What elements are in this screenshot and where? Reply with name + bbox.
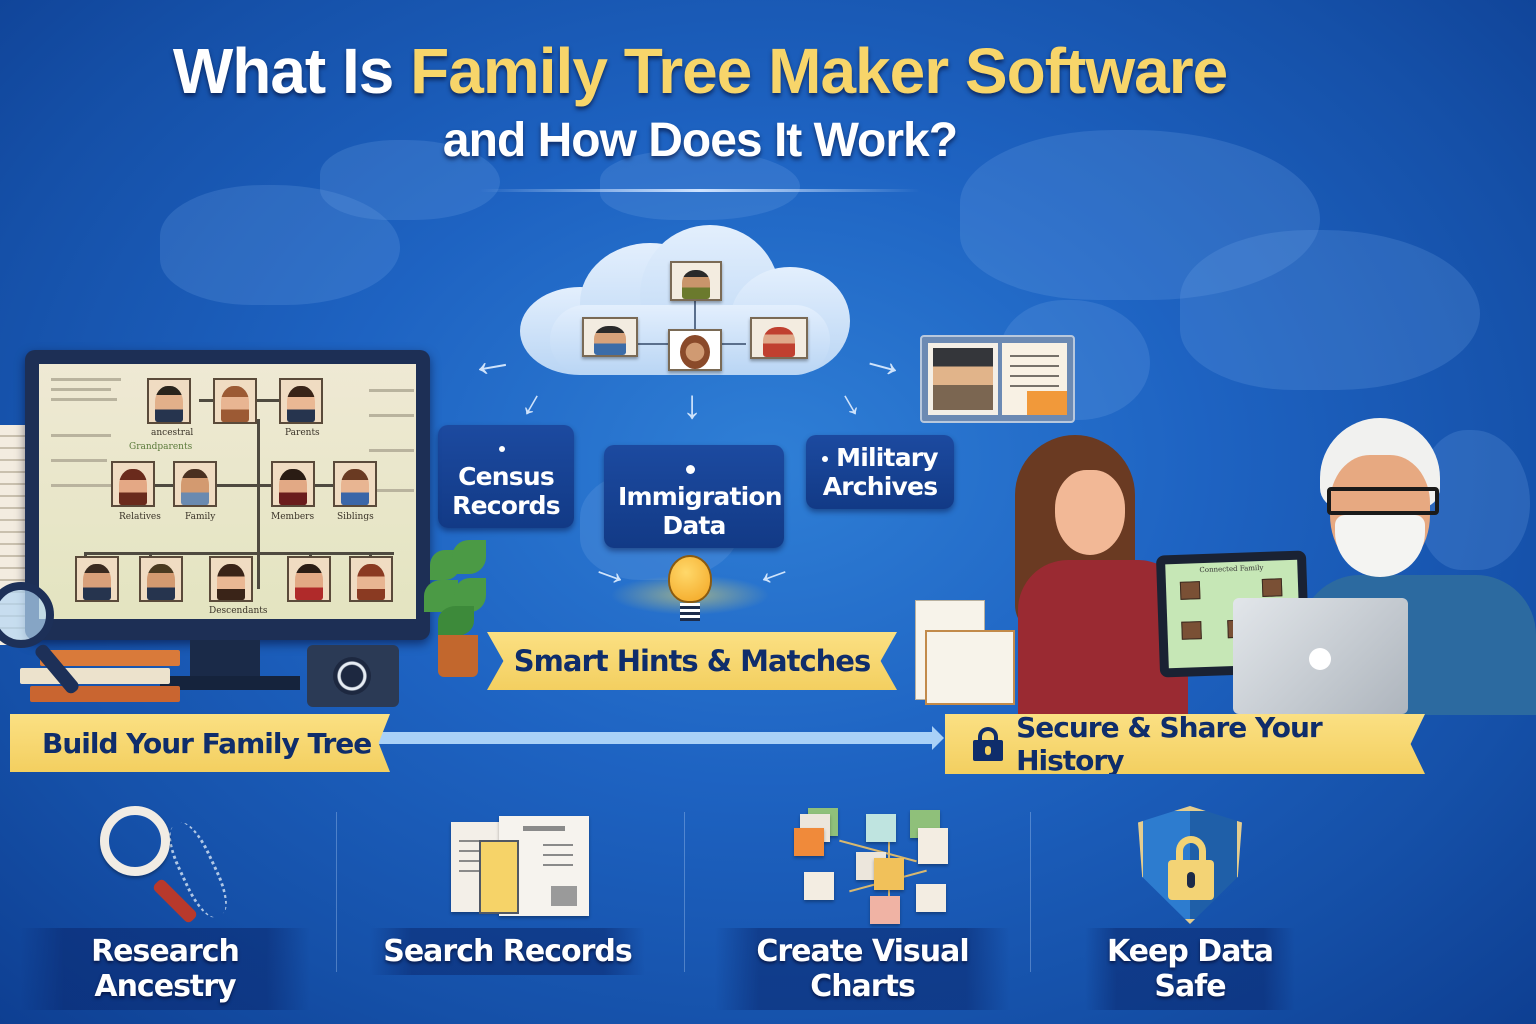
tree-label: Descendants — [209, 606, 268, 616]
page-title: What Is Family Tree Maker Software and H… — [0, 32, 1400, 172]
tree-person-photo[interactable] — [349, 556, 393, 602]
magnifier-icon — [0, 582, 54, 648]
smart-hints-banner: Smart Hints & Matches — [487, 632, 897, 690]
tree-label: ancestral — [151, 428, 194, 438]
magnifier-dna-icon — [80, 800, 250, 925]
family-tree-screen: ancestral Parents Grandparents Relatives… — [39, 364, 416, 619]
document-page — [1002, 343, 1067, 415]
bullet-icon — [499, 446, 505, 452]
tree-person-photo[interactable] — [279, 378, 323, 424]
record-chip-military: Military Archives — [806, 435, 954, 509]
ancestor-photo-center — [668, 329, 722, 371]
bullet-icon — [822, 456, 829, 462]
tree-label: Relatives — [119, 512, 161, 522]
cloud-icon — [520, 225, 850, 375]
arrow-down-icon: ↓ — [682, 383, 702, 427]
tree-person-photo[interactable] — [209, 556, 253, 602]
tree-person-photo[interactable] — [147, 378, 191, 424]
tree-person-photo[interactable] — [139, 556, 183, 602]
monitor-base — [160, 676, 300, 690]
arrow-left-icon: ← — [463, 329, 519, 389]
title-accent: Family Tree Maker Software — [410, 35, 1228, 107]
documents-icon — [423, 800, 593, 922]
record-document-frame — [920, 335, 1075, 423]
lightbulb-icon — [668, 555, 712, 635]
laptop — [1233, 598, 1408, 714]
glasses-icon — [1327, 487, 1439, 515]
tree-person-photo[interactable] — [287, 556, 331, 602]
divider — [684, 812, 685, 972]
portrait-photo — [928, 343, 998, 415]
feature-create-charts: Create Visual Charts — [715, 800, 1010, 1010]
arrow-right-icon: → — [856, 327, 914, 391]
chart-nodes-icon — [778, 800, 948, 924]
feature-label: Search Records — [370, 928, 645, 975]
shield-lock-icon — [1090, 800, 1290, 924]
lock-icon — [973, 727, 1003, 761]
feature-label: Research Ancestry — [20, 928, 310, 1010]
tree-label: Family — [185, 512, 216, 522]
document-pile — [905, 600, 1025, 710]
build-tree-banner: Build Your Family Tree — [10, 714, 390, 772]
title-line-2: and How Does It Work? — [442, 114, 958, 167]
woman-face — [1055, 470, 1125, 555]
ancestor-photo-right — [750, 317, 808, 359]
secure-share-banner: Secure & Share Your History — [945, 714, 1425, 774]
title-underline — [480, 189, 920, 192]
book-stack — [0, 650, 180, 712]
divider — [336, 812, 337, 972]
monitor-stand — [190, 640, 260, 680]
tree-person-photo[interactable] — [75, 556, 119, 602]
connector-arrow — [378, 726, 944, 750]
record-chip-census: Census Records — [438, 425, 574, 528]
feature-search-records: Search Records — [370, 800, 645, 990]
plant-icon — [420, 540, 490, 677]
tree-person-photo[interactable] — [271, 461, 315, 507]
feature-research-ancestry: Research Ancestry — [20, 800, 310, 1010]
feature-label: Keep Data Safe — [1085, 928, 1295, 1010]
bullet-icon — [685, 464, 695, 474]
ancestor-photo-left — [582, 317, 638, 357]
tree-person-photo[interactable] — [111, 461, 155, 507]
arrow-down-right-icon: ↓ — [830, 380, 867, 425]
laptop-logo-icon — [1309, 648, 1331, 670]
tree-person-photo[interactable] — [213, 378, 257, 424]
man-beard — [1335, 515, 1425, 577]
tree-person-photo[interactable] — [333, 461, 377, 507]
tablet-caption: Connected Family — [1199, 563, 1264, 575]
arrow-down-left-icon: ↓ — [515, 380, 552, 425]
feature-label: Create Visual Charts — [715, 928, 1010, 1010]
monitor: ancestral Parents Grandparents Relatives… — [25, 350, 430, 640]
tree-label: Members — [271, 512, 315, 522]
record-chip-immigration: Immigration Data — [604, 445, 784, 548]
tree-label: Grandparents — [129, 442, 193, 452]
tree-person-photo[interactable] — [173, 461, 217, 507]
tree-label: Parents — [285, 428, 320, 438]
title-line-1: What Is Family Tree Maker Software — [172, 35, 1228, 107]
ancestor-photo-top — [670, 261, 722, 301]
camera-icon — [307, 645, 399, 707]
divider — [1030, 812, 1031, 972]
feature-keep-data-safe: Keep Data Safe — [1085, 800, 1295, 1010]
tree-label: Siblings — [337, 512, 374, 522]
